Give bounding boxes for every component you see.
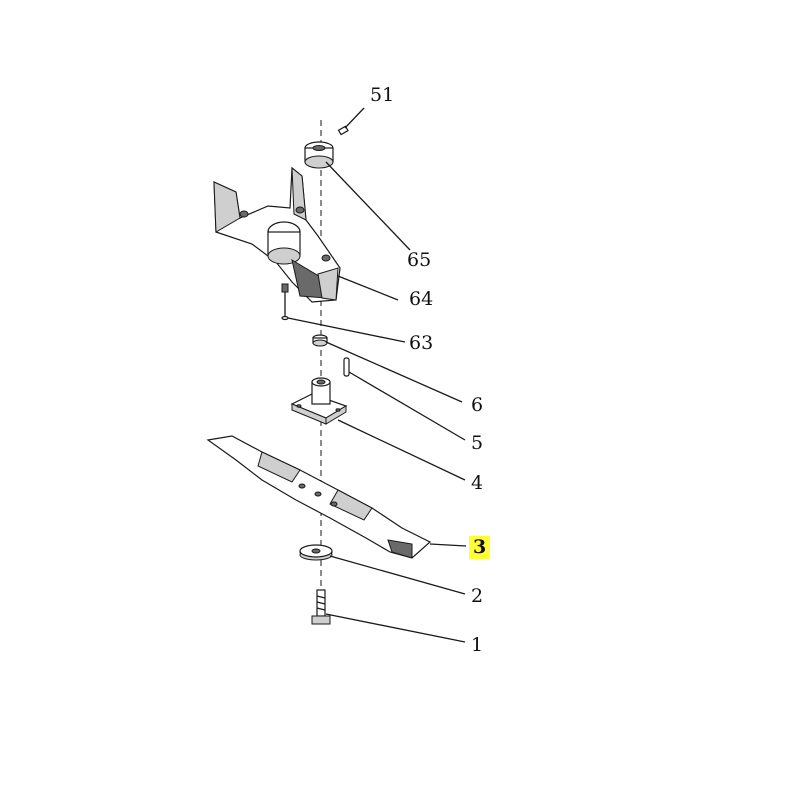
callout-6: 6 (471, 394, 484, 416)
callout-1: 1 (471, 634, 484, 656)
leader-6 (325, 341, 463, 403)
leader-63 (287, 317, 406, 343)
leader-3 (429, 543, 467, 547)
callout-3-highlighted: 3 (469, 536, 491, 559)
leader-65 (325, 161, 411, 251)
callout-64: 64 (409, 288, 434, 310)
part-4-blade-adapter (290, 377, 348, 425)
part-63-screw (281, 283, 289, 321)
leader-4 (337, 419, 466, 481)
part-6-spacer (312, 334, 328, 347)
callout-5: 5 (471, 432, 484, 454)
part-3-blade (206, 435, 432, 559)
part-5-key (343, 357, 350, 377)
leader-lines (287, 107, 467, 643)
callout-4: 4 (471, 472, 484, 494)
leader-5 (348, 371, 466, 441)
callout-2: 2 (471, 585, 484, 607)
callout-65: 65 (407, 249, 432, 271)
leader-64 (337, 275, 399, 301)
leader-2 (329, 555, 466, 595)
part-51-key (337, 125, 349, 136)
callout-63: 63 (409, 332, 434, 354)
callout-51: 51 (370, 84, 395, 106)
leader-51 (344, 107, 365, 129)
part-65-pulley (304, 141, 334, 169)
part-1-bolt (311, 589, 331, 625)
part-2-washer (299, 544, 333, 561)
leader-1 (325, 613, 466, 643)
part-64-housing (213, 166, 341, 303)
